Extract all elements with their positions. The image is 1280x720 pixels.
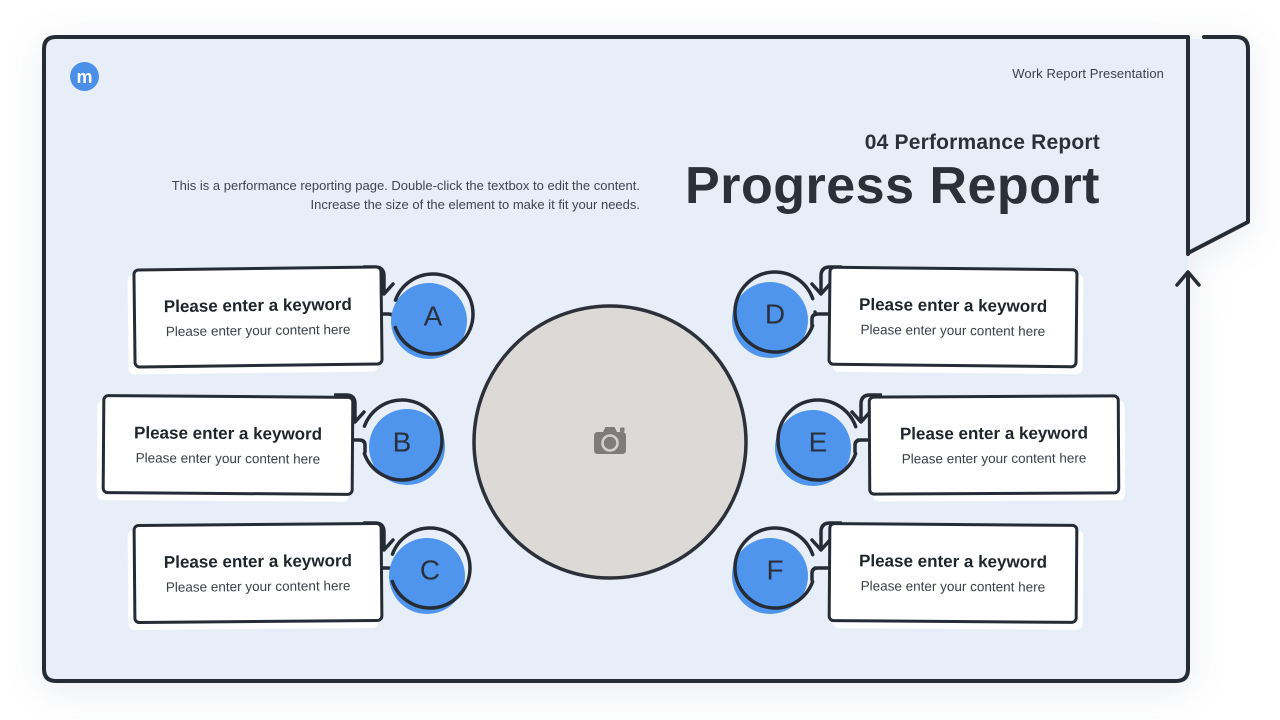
keyword-box-d[interactable]: Please enter a keyword Please enter your…	[827, 265, 1079, 369]
connector-line	[810, 566, 832, 582]
step-circle-d[interactable]: D	[720, 260, 830, 372]
keyword-box-c[interactable]: Please enter a keyword Please enter your…	[132, 521, 384, 625]
keyword-box-b[interactable]: Please enter a keyword Please enter your…	[101, 394, 355, 496]
title-block: 04 Performance Report Progress Report	[685, 131, 1100, 214]
step-letter: B	[393, 427, 412, 458]
description-line-2: Increase the size of the element to make…	[310, 196, 640, 212]
camera-icon	[594, 427, 626, 454]
step-letter: A	[424, 301, 443, 332]
description-textbox[interactable]: This is a performance reporting page. Do…	[160, 177, 640, 215]
step-circle-a[interactable]: A	[378, 262, 488, 374]
image-placeholder[interactable]	[465, 296, 755, 588]
keyword-text[interactable]: Please enter a keyword	[899, 423, 1089, 444]
page-fold	[1190, 39, 1248, 252]
keyword-text[interactable]: Please enter a keyword	[858, 551, 1048, 572]
step-letter: F	[766, 555, 783, 586]
content-text[interactable]: Please enter your content here	[135, 450, 321, 467]
step-letter: E	[809, 427, 828, 458]
page-fold-edge	[1188, 35, 1250, 254]
keyword-text[interactable]: Please enter a keyword	[163, 294, 352, 317]
step-circle-b[interactable]: B	[347, 388, 457, 500]
brand-logo: m	[70, 62, 99, 91]
keyword-box-e[interactable]: Please enter a keyword Please enter your…	[867, 394, 1121, 496]
slide-border	[42, 35, 1190, 683]
keyword-text[interactable]: Please enter a keyword	[163, 551, 352, 572]
down-arrow-icon	[850, 393, 882, 424]
content-text[interactable]: Please enter your content here	[901, 450, 1087, 467]
connector-line	[810, 312, 832, 328]
step-letter: D	[765, 299, 785, 330]
connector-line	[853, 438, 875, 454]
content-text[interactable]: Please enter your content here	[860, 578, 1046, 595]
step-circle-e[interactable]: E	[763, 388, 873, 500]
step-letter: C	[420, 555, 440, 586]
keyword-box-f[interactable]: Please enter a keyword Please enter your…	[827, 522, 1079, 624]
step-circle-c[interactable]: C	[375, 516, 485, 628]
step-circle-f[interactable]: F	[720, 516, 830, 628]
presentation-label: Work Report Presentation	[1012, 66, 1164, 81]
connector-line	[345, 438, 367, 454]
brand-logo-letter: m	[76, 66, 93, 87]
content-text[interactable]: Please enter your content here	[860, 322, 1046, 339]
section-kicker[interactable]: 04 Performance Report	[864, 131, 1100, 154]
content-text[interactable]: Please enter your content here	[165, 321, 351, 340]
keyword-text[interactable]: Please enter a keyword	[133, 423, 323, 444]
keyword-box-a[interactable]: Please enter a keyword Please enter your…	[132, 265, 384, 369]
keyword-text[interactable]: Please enter a keyword	[858, 295, 1048, 316]
description-line-1: This is a performance reporting page. Do…	[171, 178, 640, 193]
page-title[interactable]: Progress Report	[685, 157, 1100, 215]
content-text[interactable]: Please enter your content here	[165, 578, 351, 595]
up-arrow-icon	[1175, 270, 1201, 287]
